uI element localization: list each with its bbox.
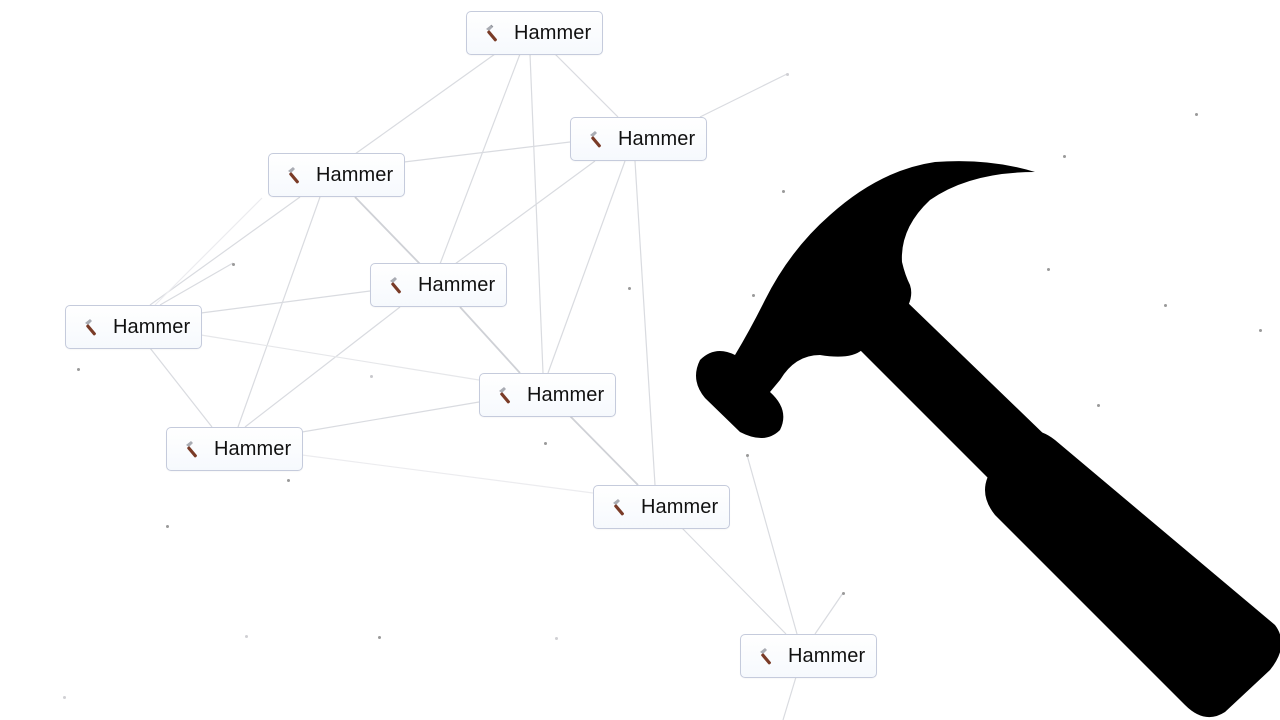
hammer-icon bbox=[186, 441, 197, 458]
element-label: Hammer bbox=[418, 273, 496, 296]
element-card-hammer[interactable]: Hammer bbox=[166, 427, 303, 471]
particle-dot bbox=[1047, 268, 1050, 271]
element-card-hammer[interactable]: Hammer bbox=[466, 11, 603, 55]
particle-dot bbox=[1195, 113, 1198, 116]
particle-dot bbox=[786, 73, 789, 76]
element-card-hammer[interactable]: Hammer bbox=[570, 117, 707, 161]
element-label: Hammer bbox=[788, 644, 866, 667]
hammer-icon bbox=[486, 24, 497, 42]
element-card-hammer[interactable]: Hammer bbox=[593, 485, 730, 529]
element-card-hammer[interactable]: Hammer bbox=[479, 373, 616, 417]
element-card-hammer[interactable]: Hammer bbox=[740, 634, 877, 678]
particle-dot bbox=[1164, 304, 1167, 307]
element-label: Hammer bbox=[113, 315, 191, 338]
hammer-icon bbox=[85, 319, 96, 336]
particle-dot bbox=[746, 454, 749, 457]
element-label: Hammer bbox=[514, 21, 592, 44]
particle-dot bbox=[1097, 404, 1100, 407]
element-label: Hammer bbox=[641, 495, 719, 518]
hammer-icon bbox=[760, 648, 771, 665]
particle-dot bbox=[842, 592, 845, 595]
hammer-icon bbox=[288, 167, 299, 184]
particle-dot bbox=[378, 636, 381, 639]
particle-dot bbox=[370, 375, 373, 378]
particle-dot bbox=[555, 637, 558, 640]
particle-dot bbox=[77, 368, 80, 371]
particle-dot bbox=[1259, 329, 1262, 332]
particle-dot bbox=[245, 635, 248, 638]
hammer-icon bbox=[613, 499, 624, 516]
hammer-icon bbox=[590, 131, 601, 148]
particle-dot bbox=[544, 442, 547, 445]
particle-dot bbox=[232, 263, 235, 266]
element-card-hammer[interactable]: Hammer bbox=[370, 263, 507, 307]
particle-dot bbox=[628, 287, 631, 290]
element-label: Hammer bbox=[527, 383, 605, 406]
element-label: Hammer bbox=[214, 437, 292, 460]
hammer-icon bbox=[499, 387, 510, 404]
particle-dot bbox=[782, 190, 785, 193]
hammer-silhouette-icon bbox=[696, 161, 1280, 718]
hammer-icon bbox=[390, 277, 401, 294]
element-card-hammer[interactable]: Hammer bbox=[65, 305, 202, 349]
particle-dot bbox=[63, 696, 66, 699]
element-label: Hammer bbox=[316, 163, 394, 186]
particle-dot bbox=[166, 525, 169, 528]
particle-dot bbox=[752, 294, 755, 297]
element-card-hammer[interactable]: Hammer bbox=[268, 153, 405, 197]
particle-dot bbox=[1063, 155, 1066, 158]
particle-dot bbox=[287, 479, 290, 482]
element-label: Hammer bbox=[618, 127, 696, 150]
